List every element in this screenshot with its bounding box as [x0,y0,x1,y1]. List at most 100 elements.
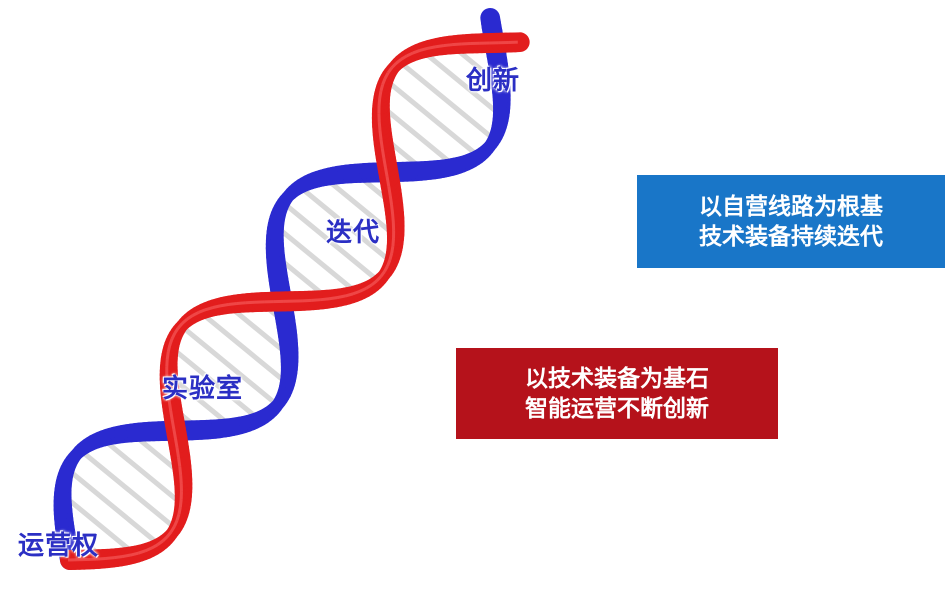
red-strand [60,32,530,570]
red-strand-highlight [388,195,394,205]
red-strand-highlight [173,519,179,527]
red-strand-highlight [443,43,453,48]
helix-rung [321,174,399,239]
red-strand-highlight [166,391,171,402]
red-strand-highlight [378,90,383,99]
red-strand-highlight [191,311,200,317]
red-strand-highlight [451,42,462,47]
helix-rung [297,184,394,265]
red-strand-highlight [170,419,176,430]
red-strand-highlight [161,535,169,543]
red-strand-highlight [198,308,206,314]
helix-rung [397,59,497,142]
red-strand-highlight [390,245,395,254]
helix-label-innovation: 创新 [466,66,521,96]
helix-rung [60,492,138,557]
red-strand-highlight [377,121,382,131]
red-strand-highlight [173,438,179,449]
red-strand-highlight [320,297,330,302]
red-strand-highlight [365,283,373,290]
red-strand-highlight [386,66,394,74]
red-strand-highlight [219,303,229,308]
red-strand-highlight [245,300,256,305]
red-strand-highlight [383,167,389,178]
red-strand-highlight [173,327,180,335]
helix-rung [78,447,178,531]
red-strand-highlight [169,525,176,533]
red-strand-highlight [387,185,392,196]
info-box-red-line1: 以技术装备为基石 [525,365,709,392]
red-strand-highlight [144,546,153,553]
red-strand-highlight [386,259,392,267]
red-strand-highlight [177,322,184,329]
red-strand-highlight [311,298,321,302]
red-strand-highlight [390,62,398,69]
red-strand-highlight [122,553,131,558]
red-strand-highlight [166,344,172,353]
red-strand-highlight [390,204,395,214]
red-strand-highlight [156,539,164,546]
red-strand-highlight [391,238,396,247]
red-strand-highlight [379,139,384,149]
helix-rung [273,223,360,296]
helix-rung [198,309,290,387]
red-strand-highlight [105,556,115,560]
red-strand-highlight [426,45,436,50]
red-strand-highlight [375,275,382,283]
red-strand-highlight [169,410,174,420]
info-box-blue-line1: 以自营线路为根基 [699,193,883,220]
helix-rung [99,436,186,508]
red-strand-highlight [352,289,361,296]
red-strand-highlight [178,466,183,476]
red-strand-highlight [419,47,428,52]
red-strand-highlight [337,294,346,299]
red-strand-highlight [359,287,367,293]
info-box-red: 以技术装备为基石 智能运营不断创新 [456,348,778,439]
helix-rung [64,466,163,548]
red-strand-highlight [370,279,378,287]
red-strand-highlight [168,338,174,346]
red-strand-highlight [167,400,173,411]
red-strand-highlight [179,474,183,484]
red-strand-highlight [329,296,338,301]
red-strand-highlight [177,506,182,515]
red-strand-highlight [377,98,382,106]
red-strand-highlight [400,54,408,61]
red-strand-highlight [204,306,213,312]
info-box-red-line2: 智能运营不断创新 [525,395,709,422]
helix-label-lab: 实验室 [162,374,244,404]
blue-strand-segment [480,7,501,33]
red-strand-highlight [395,58,403,65]
red-strand-highlight [170,332,177,340]
helix-rung [378,103,458,169]
red-strand-highlight [383,265,389,273]
red-strand-highlight [406,51,414,58]
red-strand-highlight [130,551,139,557]
red-strand-highlight [96,556,106,561]
helix-rung [383,77,482,159]
red-strand-highlight [150,543,159,550]
red-strand-highlight [383,72,390,80]
helix-rung [419,47,504,119]
red-strand-highlight [177,456,182,467]
blue-strand [53,7,511,570]
red-strand-highlight [379,270,386,278]
red-strand-highlight [178,499,183,508]
red-strand-highlight [114,555,123,560]
red-strand-highlight [388,252,394,261]
red-strand-highlight [172,428,177,439]
red-strand-highlight [391,213,395,223]
red-strand-highlight [186,314,194,321]
red-strand-highlight [434,44,444,49]
red-strand-highlight [412,49,421,55]
red-strand-highlight [166,530,173,538]
red-strand-highlight [165,351,170,360]
red-strand-highlight [175,513,181,521]
helix-label-iteration: 迭代 [326,218,381,248]
red-strand-highlight [381,77,387,86]
red-strand-highlight [175,447,180,458]
red-strand-highlight [385,176,391,187]
info-box-blue: 以自营线路为根基 技术装备持续迭代 [637,175,945,268]
red-strand-highlight [165,383,170,393]
red-strand-highlight [380,148,386,159]
